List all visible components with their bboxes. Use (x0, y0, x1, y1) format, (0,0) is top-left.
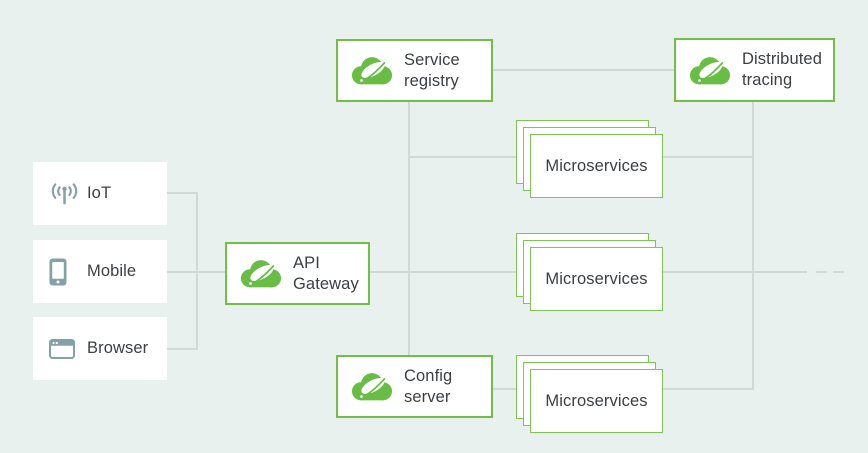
microservices-stack-middle: Microservices (530, 247, 663, 311)
connector-iot-to-junction (167, 192, 198, 194)
client-box-iot: IoT (33, 162, 167, 225)
connector-config-to-microservices-bottom (493, 388, 516, 390)
connector-microservices-bottom-to-tracing (663, 388, 752, 390)
client-label-browser: Browser (87, 339, 149, 357)
node-label-config-server: Config server (404, 366, 453, 406)
browser-window-icon (49, 338, 87, 359)
smartphone-icon (49, 258, 87, 286)
connector-continuation-dash (833, 271, 844, 273)
connector-gateway-to-microservices-middle (370, 271, 516, 273)
client-label-mobile: Mobile (87, 262, 137, 280)
microservices-stack-top: Microservices (530, 134, 663, 198)
radio-antenna-icon (49, 181, 87, 206)
microservices-label: Microservices (545, 391, 648, 410)
node-label-service-registry: Service registry (404, 50, 460, 90)
client-label-iot: IoT (87, 184, 112, 202)
client-box-browser: Browser (33, 317, 167, 380)
connector-browser-to-junction (167, 348, 198, 350)
microservices-label: Microservices (545, 269, 648, 288)
node-api-gateway: API Gateway (225, 242, 370, 305)
spring-cloud-icon (351, 55, 393, 86)
connector-microservices-middle-right (663, 271, 807, 273)
connector-mobile-to-gateway (167, 271, 225, 273)
spring-cloud-icon (689, 55, 731, 86)
connector-continuation-dash (816, 271, 827, 273)
connector-to-microservices-top (408, 156, 516, 158)
connector-registry-to-tracing (493, 69, 674, 71)
node-label-distributed-tracing: Distributed tracing (742, 50, 822, 89)
node-service-registry: Service registry (336, 39, 493, 102)
node-label-api-gateway: API Gateway (293, 253, 359, 293)
connector-microservices-top-to-tracing (663, 156, 752, 158)
connector-tracing-vertical (752, 102, 754, 390)
spring-cloud-icon (240, 258, 282, 289)
microservices-stack-bottom: Microservices (530, 369, 663, 433)
spring-cloud-icon (351, 371, 393, 402)
node-config-server: Config server (336, 355, 493, 418)
node-distributed-tracing: Distributed tracing (674, 38, 835, 102)
client-box-mobile: Mobile (33, 240, 167, 303)
microservices-label: Microservices (545, 156, 648, 175)
connector-registry-to-config-vertical (408, 102, 410, 355)
